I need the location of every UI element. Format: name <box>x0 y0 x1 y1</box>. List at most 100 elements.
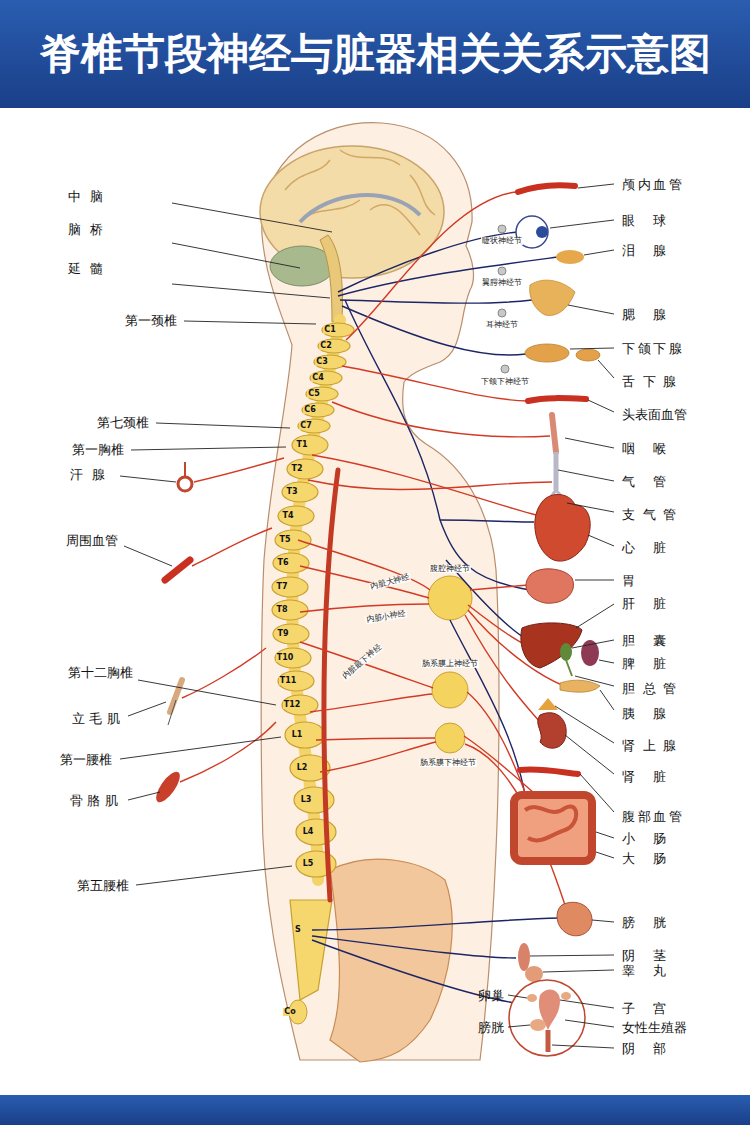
vertebrae-part <box>278 506 314 526</box>
ganglia-part <box>501 365 509 373</box>
vertebrae-part <box>278 671 314 691</box>
part-label: 阴部 <box>622 1042 684 1055</box>
vertebra-number: T8 <box>275 606 288 614</box>
nerve-label: 肠系膜上神经节 <box>421 660 479 668</box>
leader-lines-part <box>131 447 286 450</box>
leader-lines-part <box>565 735 614 774</box>
vertebrae-part <box>292 435 328 455</box>
organs-part <box>527 994 537 1002</box>
organs-part <box>581 640 599 666</box>
nerve-label: 耳神经节 <box>485 321 519 329</box>
organs-part <box>560 643 572 661</box>
leader-lines-part <box>578 184 614 188</box>
vertebrae-part <box>322 323 354 337</box>
title-text: 脊椎节段神经与脏器相关关系示意图 <box>39 31 711 77</box>
vertebra-number: L1 <box>291 731 304 739</box>
organs-part <box>554 452 559 490</box>
vertebra-number: T10 <box>276 654 295 662</box>
part-label: 立毛肌 <box>72 712 124 725</box>
leader-lines-part <box>508 995 527 998</box>
sympathetic-nerves-part <box>300 604 429 612</box>
leader-lines-part <box>555 706 614 743</box>
vertebra-number: T6 <box>276 559 289 567</box>
leader-lines-part <box>172 243 300 268</box>
ganglia-part <box>435 723 465 753</box>
sympathetic-nerves-part <box>194 458 284 482</box>
peripheral-targets-part <box>170 680 182 712</box>
part-label: 第一胸椎 <box>72 443 124 456</box>
sympathetic-nerves-part <box>320 742 436 772</box>
vertebrae-part <box>275 648 311 668</box>
part-label: 膀胱 <box>622 916 684 929</box>
leader-lines-part <box>156 423 290 428</box>
nerve-label: 翼腭神经节 <box>481 279 523 287</box>
part-label: 胰腺 <box>622 707 684 720</box>
ganglia-part <box>498 267 506 275</box>
pelvis-part <box>290 900 332 1000</box>
leader-lines-part <box>584 250 614 255</box>
vertebra-number: S <box>294 926 302 934</box>
leader-lines-part <box>560 1000 614 1008</box>
leader-lines-part <box>598 360 614 378</box>
vertebra-number: T11 <box>279 677 298 685</box>
leader-lines-part <box>120 737 281 759</box>
part-label: 子宫 <box>622 1002 684 1015</box>
pelvis-part <box>330 859 452 1062</box>
sympathetic-nerves-part <box>298 540 430 590</box>
parasympathetic-nerves-part <box>345 300 530 590</box>
vertebra-number: T12 <box>283 701 302 709</box>
leader-lines-part <box>565 438 614 448</box>
leader-lines-part <box>138 680 276 705</box>
organs-part <box>518 943 530 971</box>
vertebra-number: T7 <box>275 583 288 591</box>
ganglia <box>428 225 509 753</box>
part-label: 脑桥 <box>68 223 112 236</box>
leader-lines-part <box>128 792 160 800</box>
nerve-label: 肠系膜下神经节 <box>419 759 477 767</box>
sympathetic-nerves-part <box>470 585 528 590</box>
part-label: 肝脏 <box>622 597 684 610</box>
leader-lines-part <box>508 1025 530 1027</box>
leader-lines-part <box>592 920 614 922</box>
leader-lines-part <box>550 220 614 228</box>
vertebra-number: L3 <box>300 796 313 804</box>
peripheral-targets-part <box>168 700 176 725</box>
spinal-cord-part <box>292 320 340 880</box>
part-label: 中脑 <box>68 190 112 203</box>
parasympathetic-nerves-part <box>440 520 534 522</box>
part-label: 膀胱 <box>478 1021 504 1034</box>
part-label: 肾脏 <box>622 770 684 783</box>
organs-part <box>561 992 571 1000</box>
part-label: 阴茎 <box>622 949 684 962</box>
part-label: 下颌下腺 <box>622 342 684 355</box>
organs-part <box>538 713 566 748</box>
part-label: 腹部血管 <box>622 810 684 823</box>
leader-lines-part <box>172 203 332 232</box>
vertebrae-part <box>287 459 323 479</box>
organs-part <box>525 966 543 982</box>
leader-lines <box>120 184 614 1048</box>
vertebra-number: C6 <box>303 406 316 414</box>
part-label: 周围血管 <box>66 534 118 547</box>
parasympathetic-nerves-part <box>312 936 516 958</box>
nerve-label: 下颌下神经节 <box>480 378 530 386</box>
leader-lines-part <box>588 400 614 412</box>
part-label: 胆囊 <box>622 634 684 647</box>
organs-part <box>525 806 576 840</box>
organs-part <box>556 250 584 264</box>
sympathetic-nerves-part <box>346 192 516 340</box>
vertebrae-part <box>285 722 325 748</box>
organs-part <box>526 569 573 603</box>
part-label: 第五腰椎 <box>77 879 129 892</box>
organs-part <box>514 795 592 861</box>
organs-part <box>536 226 548 238</box>
parasympathetic-nerves-part <box>312 918 560 930</box>
vertebrae-part <box>296 819 336 845</box>
vertebrae-part <box>272 600 308 620</box>
part-label: 腮腺 <box>622 308 684 321</box>
organs-part <box>530 1019 546 1031</box>
sympathetic-nerves-part <box>312 455 536 515</box>
parasympathetic-nerves-part <box>450 620 528 815</box>
parasympathetic-nerves-part <box>338 257 558 296</box>
